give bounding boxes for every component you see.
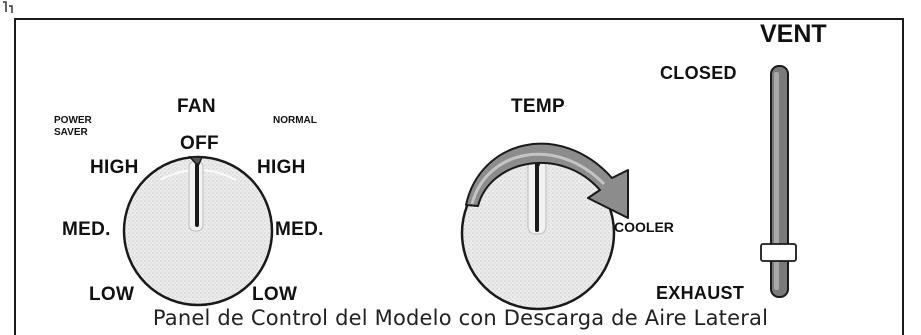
vent-closed-label: CLOSED xyxy=(660,63,737,83)
temp-title: TEMP xyxy=(511,96,565,117)
fan-high-power-saver-label: HIGH xyxy=(90,157,139,178)
temp-direction-arrow xyxy=(465,142,629,219)
fan-knob-pointer xyxy=(188,156,204,168)
vent-slider-track xyxy=(770,65,789,298)
vent-title: VENT xyxy=(760,20,827,48)
fan-low-normal-label: LOW xyxy=(252,284,298,305)
temp-cooler-label: COOLER xyxy=(614,219,674,235)
fan-off-label: OFF xyxy=(180,133,219,154)
panel-caption: Panel de Control del Modelo con Descarga… xyxy=(152,306,769,330)
power-saver-line-1: POWER xyxy=(54,115,92,126)
vent-slider-handle xyxy=(760,243,797,262)
fan-med-power-saver-label: MED. xyxy=(62,219,111,240)
control-panel-frame xyxy=(14,18,904,335)
power-saver-label: POWER SAVER xyxy=(54,115,92,139)
fan-low-power-saver-label: LOW xyxy=(89,284,135,305)
fan-high-normal-label: HIGH xyxy=(257,157,306,178)
corner-mark xyxy=(3,1,13,13)
power-saver-line-2: SAVER xyxy=(54,127,88,138)
fan-med-normal-label: MED. xyxy=(275,219,324,240)
fan-knob[interactable] xyxy=(122,155,274,307)
vent-slider[interactable] xyxy=(760,65,797,298)
vent-exhaust-label: EXHAUST xyxy=(656,283,745,303)
normal-label: NORMAL xyxy=(273,115,317,126)
fan-title: FAN xyxy=(177,96,216,117)
